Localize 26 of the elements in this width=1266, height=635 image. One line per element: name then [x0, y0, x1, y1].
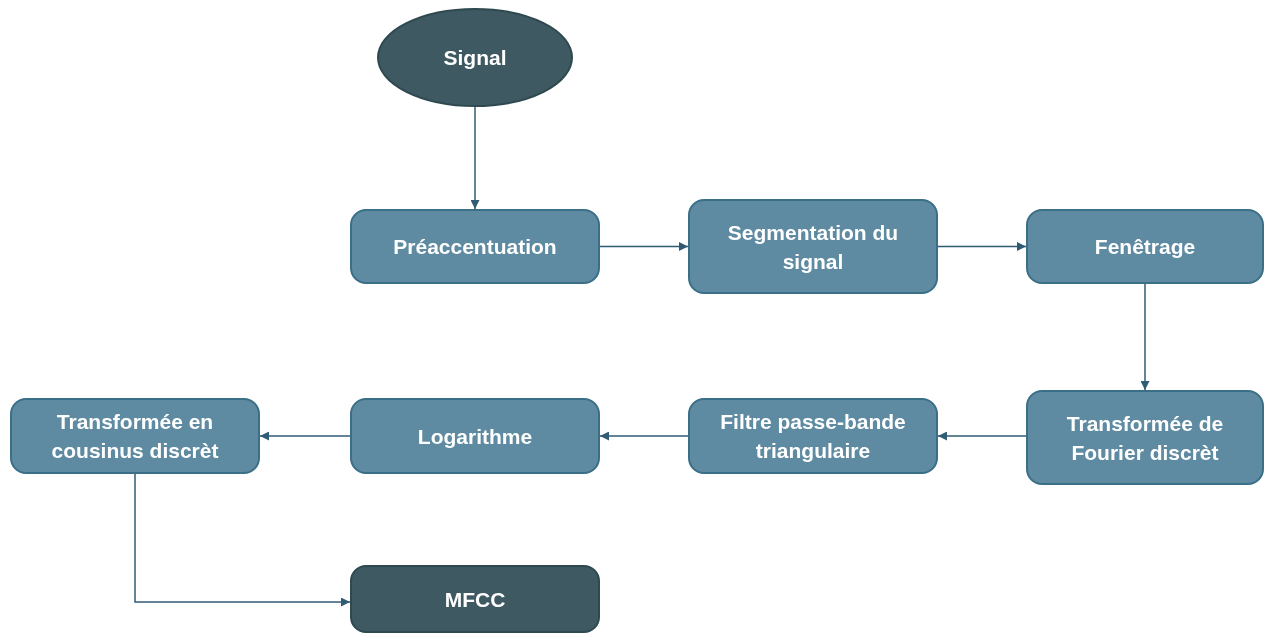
arrow: [134, 473, 351, 607]
output-box: [350, 565, 600, 633]
node-label: Filtre passe-bande triangulaire: [719, 409, 907, 464]
process-box: [10, 398, 260, 474]
node-label: Préaccentuation: [393, 234, 557, 260]
node-label: Signal: [443, 45, 507, 71]
arrow: [1140, 283, 1150, 391]
node-label: Transformée en cousinus discrèt: [50, 409, 220, 464]
process-box: [350, 209, 600, 284]
arrow: [599, 242, 689, 251]
node-label: Segmentation du signal: [726, 219, 900, 275]
node-label: Logarithme: [417, 423, 533, 450]
process-box: [350, 398, 600, 474]
process-box: [688, 398, 938, 474]
process-box: [1026, 209, 1264, 284]
node-label: MFCC: [444, 586, 506, 613]
arrow: [599, 431, 689, 441]
process-box: [1026, 390, 1264, 485]
arrow: [937, 431, 1027, 441]
node-label: Transformée de Fourier discrèt: [1065, 410, 1225, 466]
arrow: [470, 106, 480, 210]
arrow: [259, 431, 351, 441]
start-ellipse: [377, 8, 573, 107]
process-box: [688, 199, 938, 294]
arrow: [937, 242, 1027, 251]
node-label: Fenêtrage: [1094, 234, 1196, 260]
